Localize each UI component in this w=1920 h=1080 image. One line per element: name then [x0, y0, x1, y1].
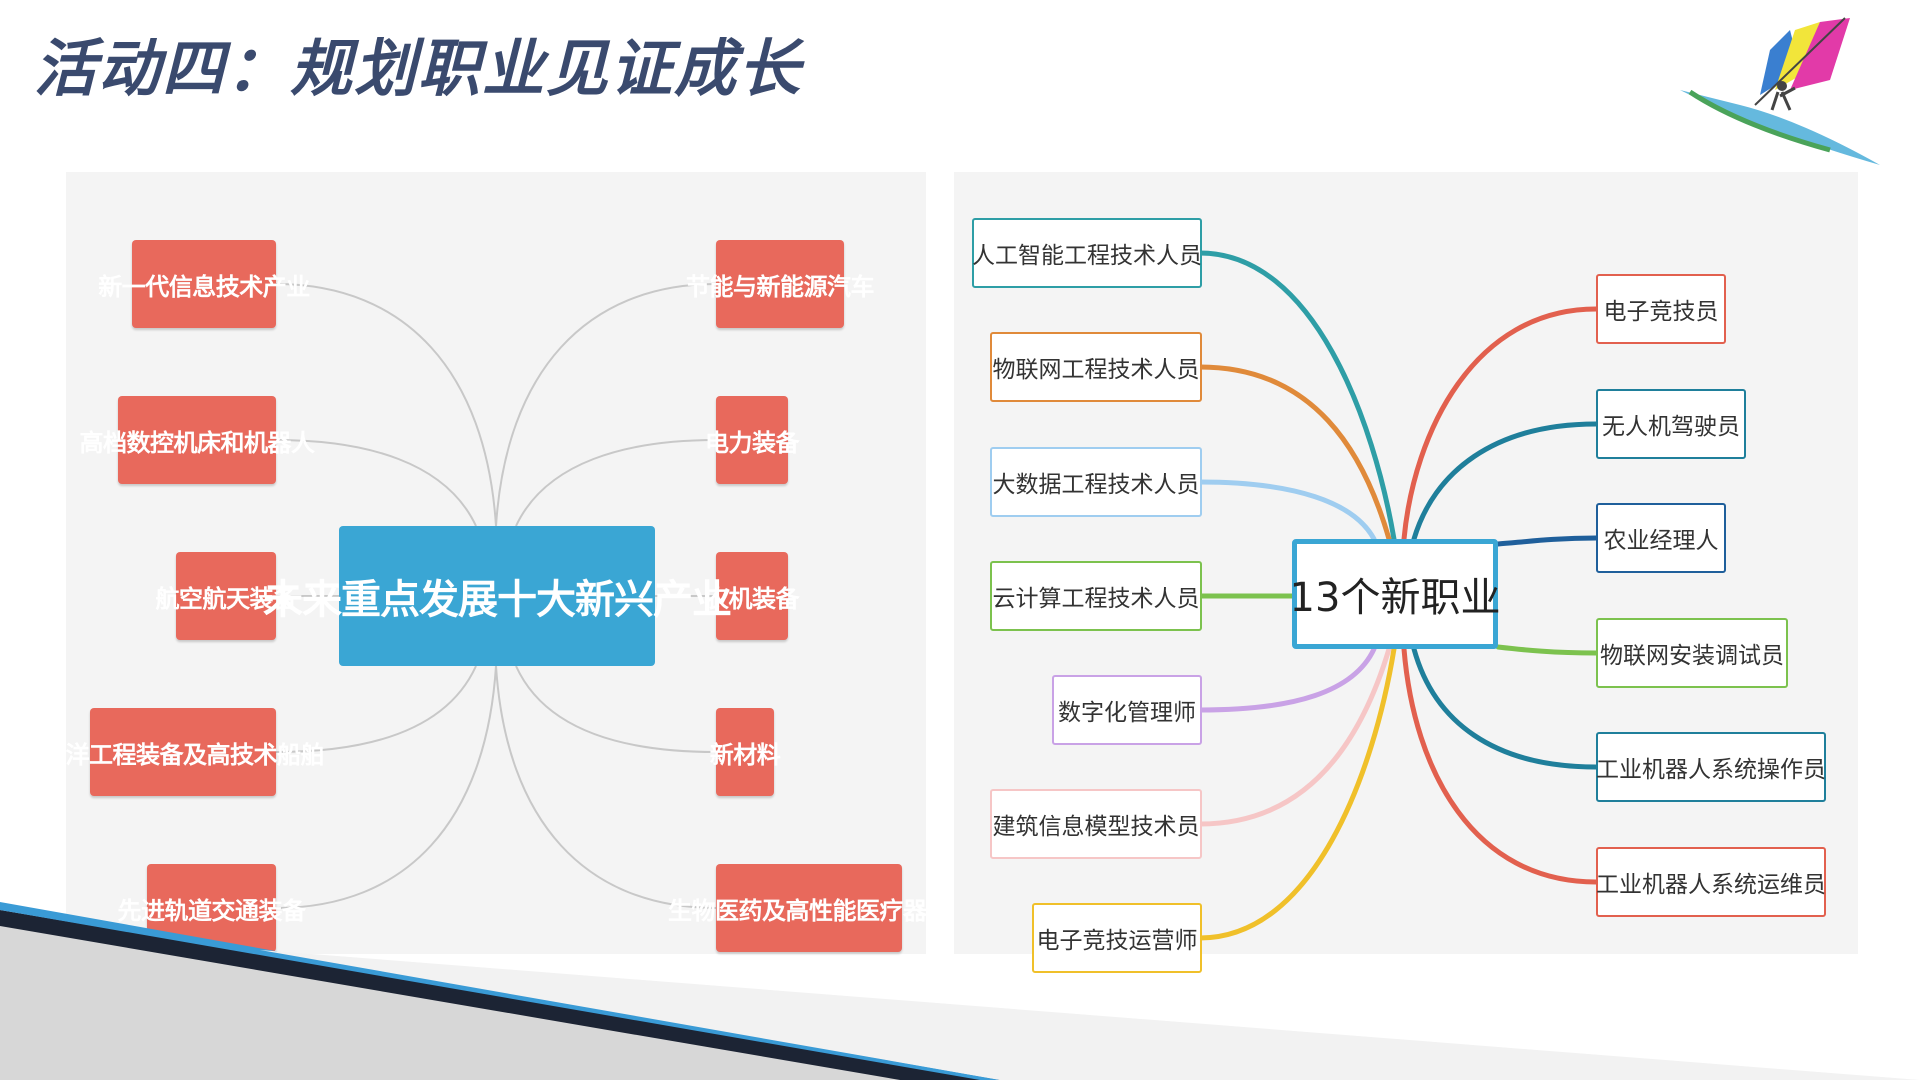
jobs-center-node: 13个新职业: [1290, 539, 1500, 649]
job-node-10: 农业经理人: [1596, 503, 1726, 573]
industry-node-9: 新材料: [710, 708, 781, 796]
industry-node-1: 新一代信息技术产业: [98, 240, 310, 328]
industry-node-3: 航空航天装备: [156, 552, 297, 640]
bottom-decoration: [0, 902, 1920, 1080]
job-node-2: 物联网工程技术人员: [990, 332, 1202, 402]
job-node-5: 数字化管理师: [1052, 675, 1202, 745]
job-node-3: 大数据工程技术人员: [990, 447, 1202, 517]
job-node-6: 建筑信息模型技术员: [990, 789, 1202, 859]
industry-mindmap: 新一代信息技术产业 高档数控机床和机器人 航空航天装备 海洋工程装备及高技术船舶…: [42, 172, 951, 954]
job-node-1: 人工智能工程技术人员: [972, 218, 1202, 288]
job-node-9: 无人机驾驶员: [1596, 389, 1746, 459]
jobs-mindmap: 人工智能工程技术人员 物联网工程技术人员 大数据工程技术人员 云计算工程技术人员…: [954, 172, 1858, 973]
job-node-13: 工业机器人系统运维员: [1596, 847, 1826, 917]
job-node-7: 电子竞技运营师: [1032, 903, 1202, 973]
slide-title: 活动四：规划职业见证成长: [34, 32, 803, 105]
industry-center-node: 未来重点发展十大新兴产业: [263, 526, 732, 666]
job-node-8: 电子竞技员: [1596, 274, 1726, 344]
industry-node-7: 电力装备: [705, 396, 800, 484]
industry-node-10: 生物医药及高性能医疗器械: [668, 864, 951, 952]
job-node-11: 物联网安装调试员: [1596, 618, 1788, 688]
windsurf-logo-icon: [1680, 17, 1880, 165]
industry-node-6: 节能与新能源汽车: [686, 240, 875, 328]
job-node-4: 云计算工程技术人员: [990, 561, 1202, 631]
industry-node-2: 高档数控机床和机器人: [80, 396, 315, 484]
job-node-12: 工业机器人系统操作员: [1596, 732, 1826, 802]
industry-node-8: 农机装备: [705, 552, 800, 640]
jobs-connectors: [1197, 250, 1599, 941]
industry-node-4: 海洋工程装备及高技术船舶: [42, 708, 325, 796]
industry-connectors: [275, 283, 717, 909]
